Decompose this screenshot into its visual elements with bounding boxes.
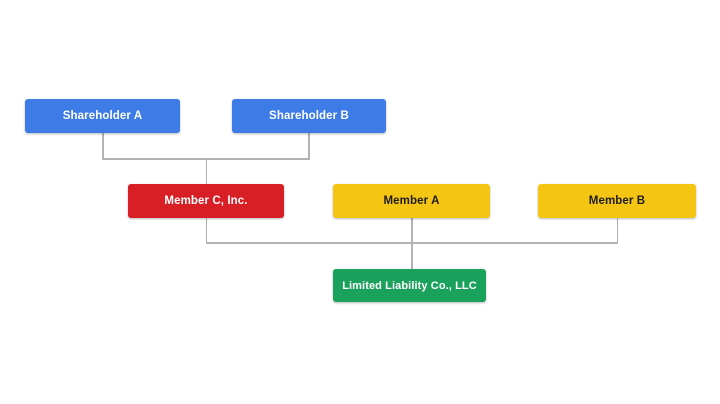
- connector-shareholder-b-down: [308, 133, 310, 158]
- connector-to-member-c: [205, 158, 207, 184]
- connector-member-a-to-llc: [411, 218, 413, 269]
- connector-shareholder-a-down: [102, 133, 104, 158]
- node-label-member-a: Member A: [383, 195, 440, 207]
- node-label-limited-liability-co-llc: Limited Liability Co., LLC: [342, 279, 477, 292]
- node-label-shareholder-a: Shareholder A: [62, 110, 143, 122]
- node-label-shareholder-b: Shareholder B: [269, 110, 349, 122]
- node-member-c-inc: Member C, Inc.: [128, 184, 284, 218]
- node-label-member-c-inc: Member C, Inc.: [164, 195, 248, 207]
- node-label-member-b: Member B: [588, 195, 646, 207]
- node-shareholder-a: Shareholder A: [25, 99, 180, 133]
- node-shareholder-b: Shareholder B: [232, 99, 386, 133]
- node-limited-liability-co-llc: Limited Liability Co., LLC: [333, 269, 486, 302]
- connector-member-c-down: [205, 218, 207, 242]
- node-member-b: Member B: [538, 184, 696, 218]
- node-member-a: Member A: [333, 184, 490, 218]
- connector-member-b-down: [616, 218, 618, 242]
